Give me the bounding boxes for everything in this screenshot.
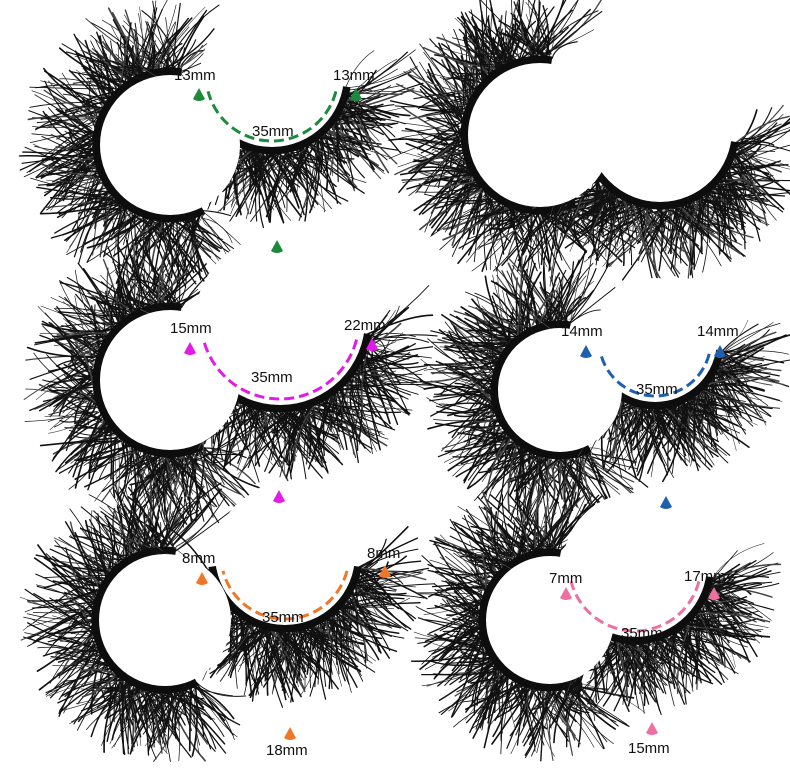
band-measurement-arc bbox=[569, 581, 701, 633]
left-length-marker bbox=[196, 572, 208, 585]
right-length-marker bbox=[714, 345, 726, 358]
band-width-label: 35mm bbox=[252, 123, 294, 140]
center-length-marker bbox=[271, 240, 283, 253]
lash-strip-pair-image bbox=[388, 0, 790, 287]
right-length-marker bbox=[350, 88, 362, 101]
center-length-marker bbox=[646, 722, 658, 735]
center-length-marker bbox=[660, 496, 672, 509]
band-width-label: 35mm bbox=[621, 625, 663, 642]
lash-strip-pair-image bbox=[419, 248, 790, 534]
right-length-label: 8mm bbox=[367, 545, 401, 562]
left-length-label: 13mm bbox=[174, 67, 216, 84]
lash-strip-pair-image bbox=[20, 474, 436, 763]
left-length-label: 7mm bbox=[549, 570, 583, 587]
lash-strip-pair-image bbox=[23, 234, 438, 534]
left-length-marker bbox=[193, 88, 205, 101]
right-length-label: 17mm bbox=[684, 568, 726, 585]
left-length-marker bbox=[560, 587, 572, 600]
right-length-marker bbox=[366, 338, 378, 351]
left-length-marker bbox=[184, 342, 196, 355]
band-measurement-arc bbox=[221, 570, 349, 621]
left-length-marker bbox=[580, 345, 592, 358]
band-measurement-arc bbox=[206, 91, 338, 143]
right-length-label: 13mm bbox=[333, 67, 375, 84]
band-width-label: 35mm bbox=[251, 369, 293, 386]
right-length-label: 22mm bbox=[344, 317, 386, 334]
center-length-label: 15mm bbox=[628, 740, 670, 757]
lash-strip-pair-image bbox=[18, 0, 424, 294]
center-length-label: 18mm bbox=[266, 742, 308, 759]
band-width-label: 35mm bbox=[262, 609, 304, 626]
center-length-marker bbox=[284, 727, 296, 740]
right-length-marker bbox=[379, 565, 391, 578]
left-length-label: 8mm bbox=[182, 550, 216, 567]
right-length-label: 14mm bbox=[697, 323, 739, 340]
left-length-label: 14mm bbox=[561, 323, 603, 340]
band-measurement-arc bbox=[599, 353, 711, 398]
left-length-label: 15mm bbox=[170, 320, 212, 337]
center-length-marker bbox=[273, 490, 285, 503]
band-width-label: 35mm bbox=[636, 381, 678, 398]
lash-strip-pair-image bbox=[410, 478, 782, 762]
right-length-marker bbox=[708, 587, 720, 600]
